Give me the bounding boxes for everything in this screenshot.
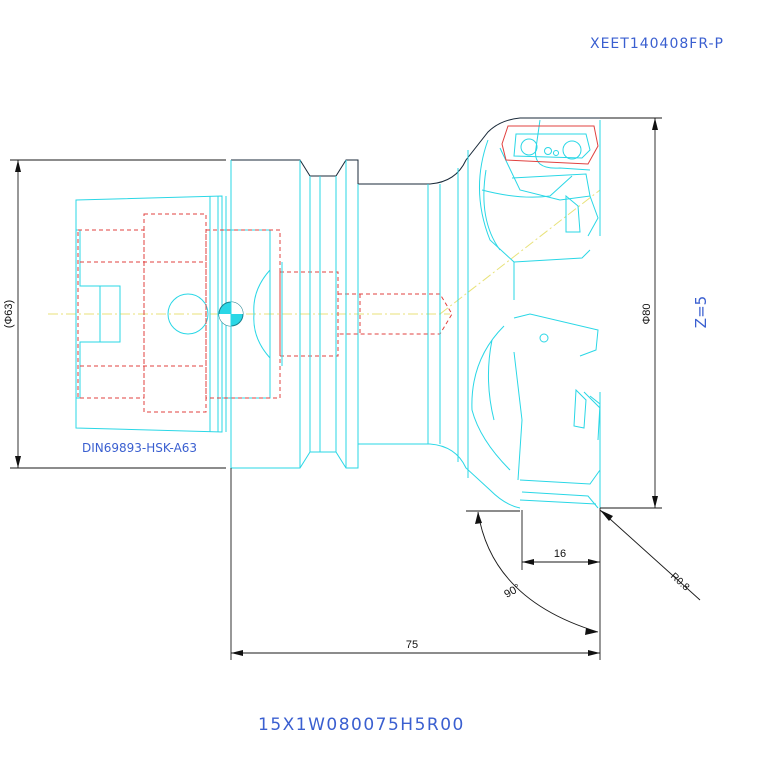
overall-length-value: 75 — [406, 639, 418, 651]
part-number-label: 15X1W080075H5R00 — [258, 715, 465, 735]
dim-shank-diameter: (Φ63) — [3, 159, 226, 469]
dim-corner-radius: R0.8 — [599, 509, 701, 601]
insert-width-value: 16 — [554, 548, 566, 560]
corner-radius-value: R0.8 — [668, 571, 691, 594]
cutter-head — [457, 119, 601, 509]
shank-standard-label: DIN69893-HSK-A63 — [82, 441, 197, 455]
dim-overall-length: 75 — [230, 468, 601, 660]
angle-value: 90° — [502, 582, 522, 601]
teeth-count-label: Z=5 — [692, 296, 710, 328]
dim-insert-width: 16 — [521, 510, 600, 570]
dim-angle: 90° — [466, 510, 599, 635]
hidden-features — [77, 213, 453, 413]
dim-cutter-diameter: Φ80 — [600, 117, 662, 509]
cutter-body — [230, 117, 600, 509]
shank-diameter-value: (Φ63) — [3, 300, 15, 328]
cutter-diameter-value: Φ80 — [641, 303, 653, 324]
insert-code-label: XEET140408FR-P — [590, 36, 724, 52]
insert — [501, 125, 599, 165]
insert-axis-line — [439, 189, 601, 315]
